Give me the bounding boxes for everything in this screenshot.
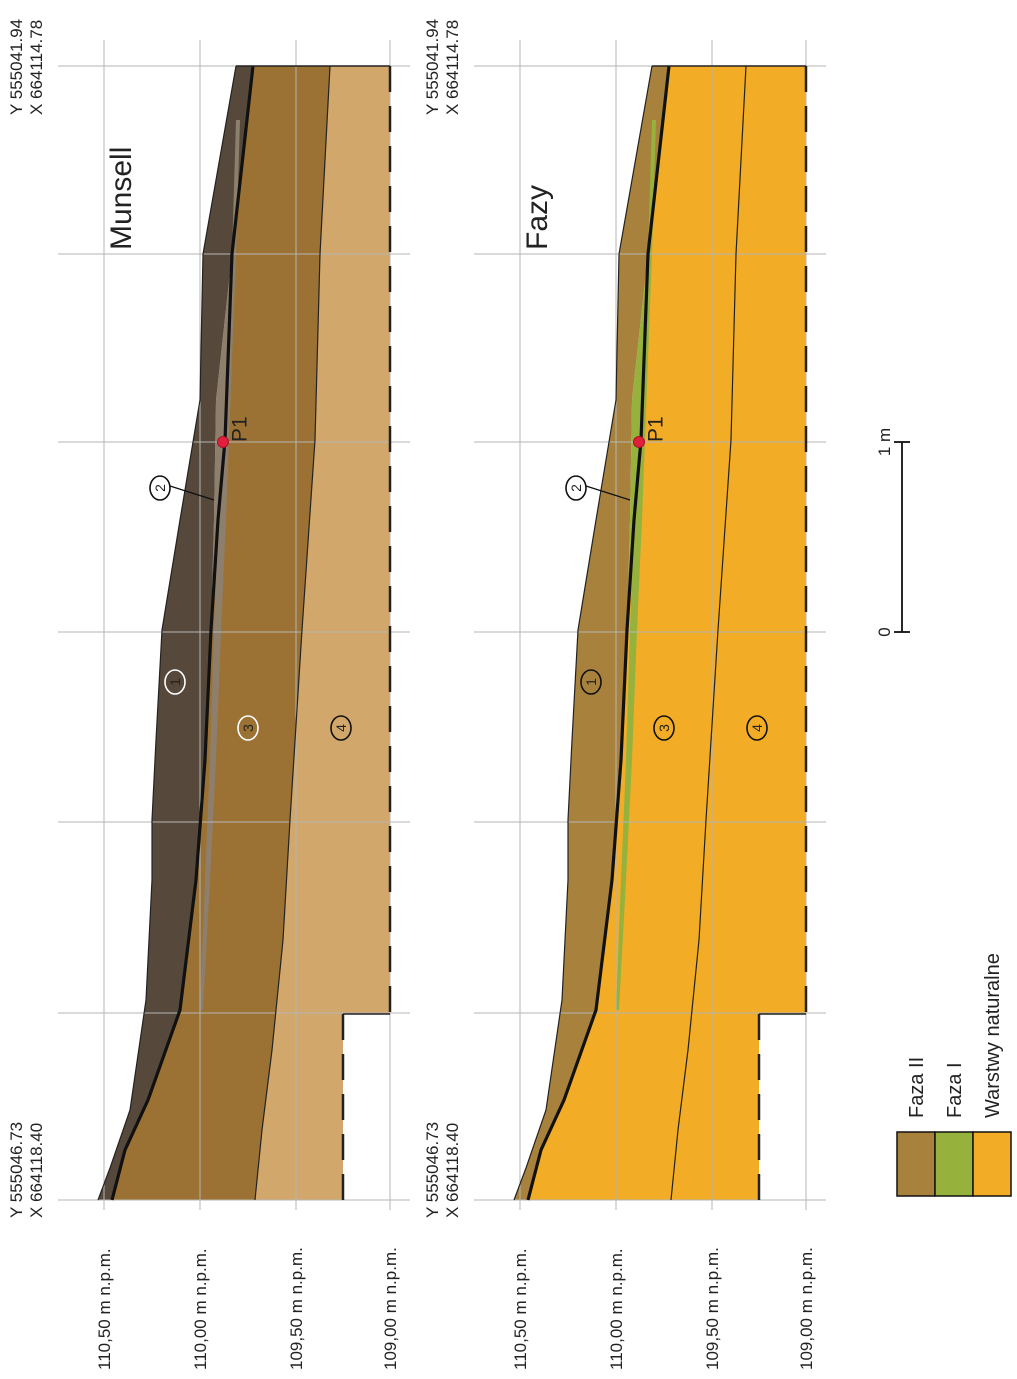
layer-number-text: 3 (656, 724, 672, 732)
layer-number-text: 1 (167, 678, 183, 686)
layer-number-text: 4 (333, 724, 349, 732)
layer-1 (514, 66, 669, 1200)
coordinate-right-y: Y 555041.94 (423, 19, 442, 115)
legend: Faza II Faza I Warstwy naturalne (896, 953, 1012, 1197)
layer-3 (528, 66, 746, 1200)
layer-number-2: 2 (149, 475, 171, 501)
label-2-leader (585, 485, 631, 501)
coordinate-right-y: Y 555041.94 (7, 19, 26, 115)
elevation-label: 110,50 m n.p.m. (511, 1248, 530, 1370)
layer-number-text: 1 (583, 678, 599, 686)
surface-line (97, 65, 237, 1201)
layer-1 (98, 66, 253, 1200)
legend-label: Faza II (906, 1057, 928, 1118)
layer-3 (112, 66, 330, 1200)
elevation-label: 109,50 m n.p.m. (703, 1247, 722, 1370)
layer-number-2: 2 (565, 475, 587, 501)
elevation-label: 110,00 m n.p.m. (607, 1248, 626, 1370)
layer-number-text: 3 (240, 724, 256, 732)
coordinate-right-x: X 664114.78 (443, 20, 462, 115)
sample-point-p1 (633, 436, 645, 448)
boundary-3-4 (670, 65, 747, 1201)
grid (58, 40, 410, 1210)
layer-number-3: 3 (237, 715, 259, 741)
scale-bar: 0 1 m (875, 428, 910, 637)
layer-number-text: 4 (749, 724, 765, 732)
layer-number-4: 4 (746, 715, 768, 741)
legend-item: Warstwy naturalne (972, 953, 1012, 1197)
main-boundary-line (110, 65, 255, 1201)
elevation-label: 109,00 m n.p.m. (381, 1247, 400, 1370)
layer-number-4: 4 (330, 715, 352, 741)
legend-label: Warstwy naturalne (982, 953, 1004, 1118)
scale-start-label: 0 (875, 627, 894, 636)
elevation-label: 109,00 m n.p.m. (797, 1247, 816, 1370)
layer-number-1: 1 (164, 669, 186, 695)
sample-point-label: P1 (228, 416, 251, 442)
coordinate-left-x: X 664118.40 (27, 1123, 46, 1218)
legend-swatch (896, 1131, 936, 1197)
layer-number-1: 1 (580, 669, 602, 695)
surface-line (513, 65, 653, 1201)
layer-number-text: 2 (568, 484, 584, 492)
legend-item: Faza II (896, 1057, 936, 1197)
coordinate-left-x: X 664118.40 (443, 1123, 462, 1218)
layer-4 (255, 66, 390, 1200)
elevation-label: 110,00 m n.p.m. (191, 1248, 210, 1370)
layer-4 (671, 66, 806, 1200)
scale-end-label: 1 m (875, 428, 894, 456)
legend-item: Faza I (934, 1062, 974, 1197)
sample-point-p1 (217, 436, 229, 448)
coordinate-left-y: Y 555046.73 (7, 1122, 26, 1218)
elevation-label: 110,50 m n.p.m. (95, 1248, 114, 1370)
legend-label: Faza I (944, 1062, 966, 1118)
panel-title: Munsell (105, 147, 138, 250)
layer-number-3: 3 (653, 715, 675, 741)
elevation-label: 109,50 m n.p.m. (287, 1247, 306, 1370)
boundary-3-4 (254, 65, 331, 1201)
label-2-leader (169, 485, 215, 501)
coordinate-right-x: X 664114.78 (27, 20, 46, 115)
legend-swatch (934, 1131, 974, 1197)
main-boundary-line (526, 65, 671, 1201)
coordinate-left-y: Y 555046.73 (423, 1122, 442, 1218)
legend-swatch (972, 1131, 1012, 1197)
sample-point-label: P1 (644, 416, 667, 442)
layer-number-text: 2 (152, 484, 168, 492)
panel-title: Fazy (521, 185, 554, 250)
